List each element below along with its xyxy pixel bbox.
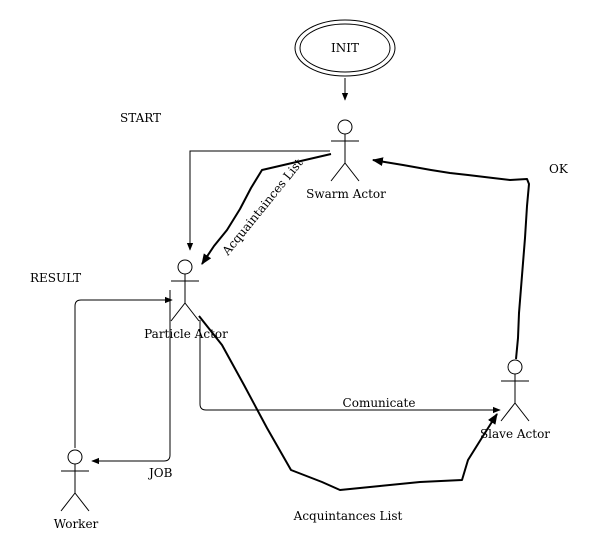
slave-actor-label: Slave Actor [480, 427, 550, 441]
slave-actor-figure [500, 359, 530, 422]
worker-label: Worker [54, 517, 99, 531]
result-edge [74, 296, 173, 448]
job-label: JOB [147, 466, 173, 480]
acquaintances-list-edge [201, 153, 332, 265]
swarm-actor-figure [330, 119, 360, 182]
particle-actor-figure [170, 259, 200, 322]
job-edge [91, 290, 171, 465]
swarm-actor-label: Swarm Actor [306, 187, 386, 201]
result-label: RESULT [30, 271, 81, 285]
worker-figure [60, 449, 90, 512]
acquintances-list-bottom-label: Acquintances List [293, 509, 403, 523]
comunicate-edge [199, 320, 501, 414]
init-node: INIT [294, 19, 396, 77]
acquintances-list-bottom-edge [198, 315, 498, 491]
particle-actor-label: Particle Actor [144, 327, 228, 341]
ok-edge [371, 157, 530, 360]
comunicate-label: Comunicate [343, 396, 416, 410]
init-label: INIT [331, 41, 359, 55]
ok-label: OK [549, 162, 569, 176]
start-edge [186, 150, 330, 251]
start-label: START [120, 111, 161, 125]
